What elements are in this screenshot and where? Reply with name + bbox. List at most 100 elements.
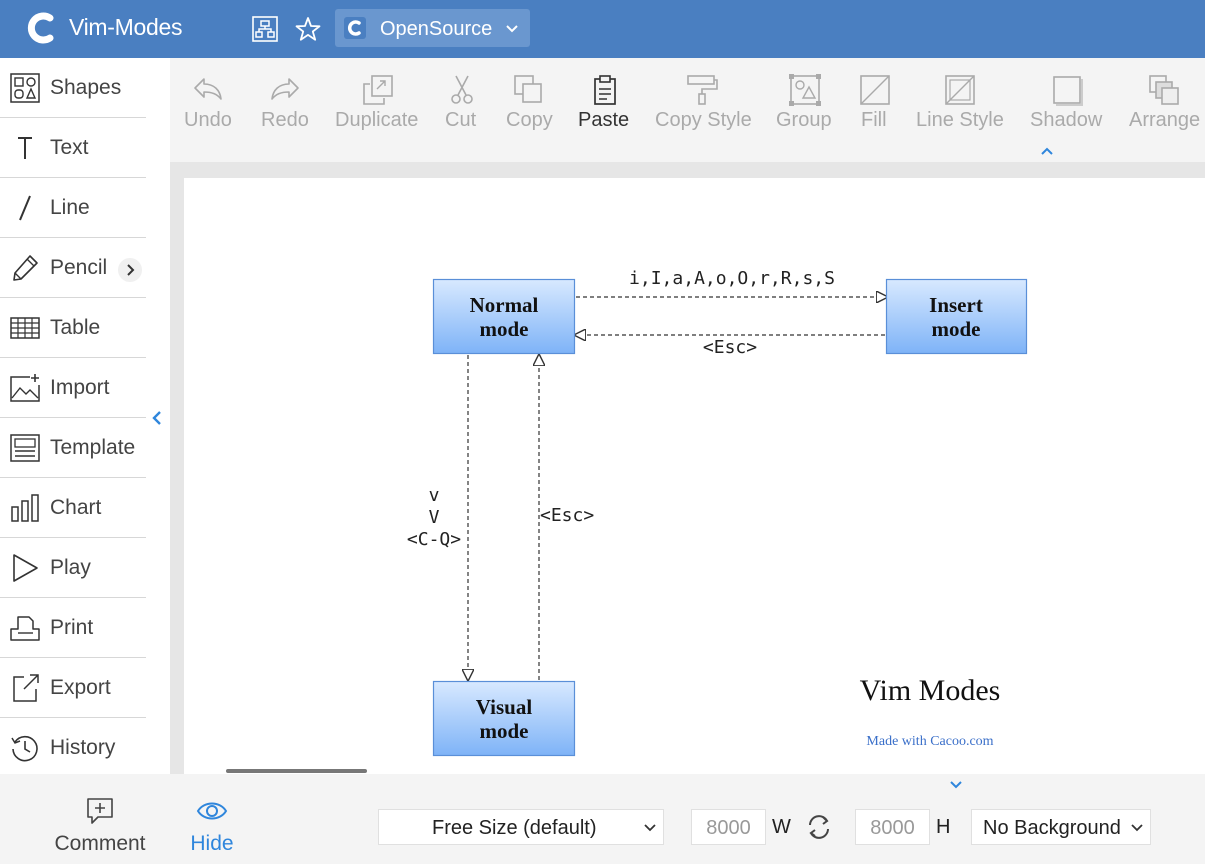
height-input[interactable]: 8000	[855, 809, 930, 845]
group-button[interactable]: Group	[770, 58, 840, 138]
sidebar-item-label: Print	[50, 616, 94, 639]
comment-icon	[87, 798, 113, 824]
star-icon[interactable]	[294, 15, 322, 43]
shadow-button[interactable]: Shadow	[1026, 58, 1108, 138]
sidebar-item-label: Import	[50, 376, 110, 399]
sidebar-item-label: Chart	[50, 496, 102, 519]
diagram-canvas[interactable]: i,I,a,A,o,O,r,R,s,S <Esc> v V <C-Q> <Esc…	[184, 178, 1205, 774]
line-style-button[interactable]: Line Style	[912, 58, 1008, 138]
paste-button[interactable]: Paste	[574, 58, 636, 138]
svg-text:mode: mode	[932, 317, 981, 341]
arrange-button[interactable]: Arrange	[1124, 58, 1205, 138]
sidebar-item-export[interactable]: Export	[0, 658, 146, 718]
app-header: Vim-Modes OpenSource	[0, 0, 1205, 58]
sitemap-icon[interactable]	[251, 15, 279, 43]
edge-label-normal-to-insert: i,I,a,A,o,O,r,R,s,S	[629, 268, 835, 289]
print-icon	[10, 616, 40, 641]
hide-button[interactable]: Hide	[180, 796, 244, 856]
svg-text:mode: mode	[480, 317, 529, 341]
scissors-icon	[451, 75, 473, 104]
redo-icon	[271, 78, 299, 100]
redo-button[interactable]: Redo	[255, 58, 315, 138]
edge-label-visual-key-2: V	[429, 507, 440, 528]
horizontal-scrollbar[interactable]	[226, 769, 367, 773]
sidebar-item-shapes[interactable]: Shapes	[0, 58, 146, 118]
svg-text:Insert: Insert	[929, 293, 983, 317]
swap-dimensions-icon[interactable]	[806, 814, 832, 840]
node-insert-mode[interactable]: Insert mode	[885, 278, 1028, 355]
fill-icon	[860, 75, 890, 105]
height-label: H	[936, 816, 951, 838]
sidebar-item-line[interactable]: Line	[0, 178, 146, 238]
collapse-sidebar-icon[interactable]	[150, 408, 164, 428]
diagram-title-text: Vim Modes	[860, 674, 1001, 707]
copy-button[interactable]: Copy	[500, 58, 558, 138]
shapes-icon	[10, 73, 40, 103]
shadow-icon	[1053, 76, 1083, 106]
svg-text:Normal: Normal	[470, 293, 539, 317]
node-visual-mode[interactable]: Visual mode	[432, 680, 576, 757]
sidebar-item-history[interactable]: History	[0, 718, 146, 778]
background-select[interactable]: No Background	[971, 809, 1151, 845]
diagram-title[interactable]: Vim-Modes	[69, 14, 183, 40]
cacoo-logo-icon[interactable]	[26, 12, 56, 44]
sidebar-item-label: Text	[50, 136, 89, 159]
paint-roller-icon	[687, 75, 718, 105]
copy-style-button[interactable]: Copy Style	[652, 58, 752, 138]
line-icon	[19, 195, 31, 221]
text-icon	[18, 137, 32, 159]
sidebar-item-chart[interactable]: Chart	[0, 478, 146, 538]
duplicate-button[interactable]: Duplicate	[332, 58, 424, 138]
comment-label: Comment	[54, 832, 146, 855]
sidebar-item-play[interactable]: Play	[0, 538, 146, 598]
group-icon	[789, 74, 821, 106]
hide-label: Hide	[190, 832, 234, 855]
cacoo-credit-link[interactable]: Made with Cacoo.com	[866, 734, 993, 749]
sidebar-item-label: Play	[50, 556, 91, 579]
sidebar-item-import[interactable]: Import	[0, 358, 146, 418]
sidebar-item-label: Line	[50, 196, 90, 219]
collapse-toolbar-icon[interactable]	[1040, 146, 1054, 156]
sidebar-item-pencil[interactable]: Pencil	[0, 238, 146, 298]
clipboard-icon	[594, 75, 616, 105]
cut-button[interactable]: Cut	[440, 58, 484, 138]
sidebar-item-label: Shapes	[50, 76, 122, 99]
comment-button[interactable]: Comment	[52, 796, 148, 856]
duplicate-icon	[363, 75, 393, 105]
sidebar-item-label: Pencil	[50, 256, 108, 279]
undo-button[interactable]: Undo	[178, 58, 238, 138]
left-sidebar: Shapes Text Line Pencil Table Import	[0, 58, 170, 778]
svg-text:mode: mode	[480, 719, 529, 743]
pencil-icon	[13, 255, 38, 281]
organization-switcher[interactable]: OpenSource	[335, 9, 530, 47]
line-style-icon	[945, 75, 975, 105]
sidebar-item-label: Table	[50, 316, 101, 339]
sidebar-item-template[interactable]: Template	[0, 418, 146, 478]
node-normal-mode[interactable]: Normal mode	[432, 278, 576, 355]
chevron-down-icon	[506, 25, 518, 33]
expand-panel-icon[interactable]	[948, 780, 964, 790]
eye-icon	[196, 802, 228, 820]
play-icon	[13, 554, 38, 582]
canvas-size-select[interactable]: Free Size (default)	[378, 809, 664, 845]
line-options-button[interactable]	[118, 258, 142, 282]
sidebar-item-print[interactable]: Print	[0, 598, 146, 658]
chart-icon	[11, 494, 39, 522]
edge-label-visual-key-3: <C-Q>	[407, 529, 461, 550]
width-input[interactable]: 8000	[691, 809, 766, 845]
bottom-bar: Comment Hide Free Size (default) 8000 W …	[0, 774, 1205, 864]
export-icon	[13, 674, 39, 702]
chevron-down-icon	[1131, 824, 1143, 832]
sidebar-item-table[interactable]: Table	[0, 298, 146, 358]
import-icon	[10, 374, 40, 402]
fill-button[interactable]: Fill	[854, 58, 896, 138]
sidebar-item-label: Export	[50, 676, 111, 699]
org-name: OpenSource	[380, 18, 493, 40]
history-icon	[11, 735, 38, 762]
org-logo-icon	[344, 17, 366, 39]
diagram: i,I,a,A,o,O,r,R,s,S <Esc> v V <C-Q> <Esc…	[407, 268, 1028, 757]
edge-label-insert-to-normal: <Esc>	[703, 337, 757, 358]
chevron-down-icon	[644, 824, 656, 832]
template-icon	[10, 434, 40, 462]
sidebar-item-text[interactable]: Text	[0, 118, 146, 178]
